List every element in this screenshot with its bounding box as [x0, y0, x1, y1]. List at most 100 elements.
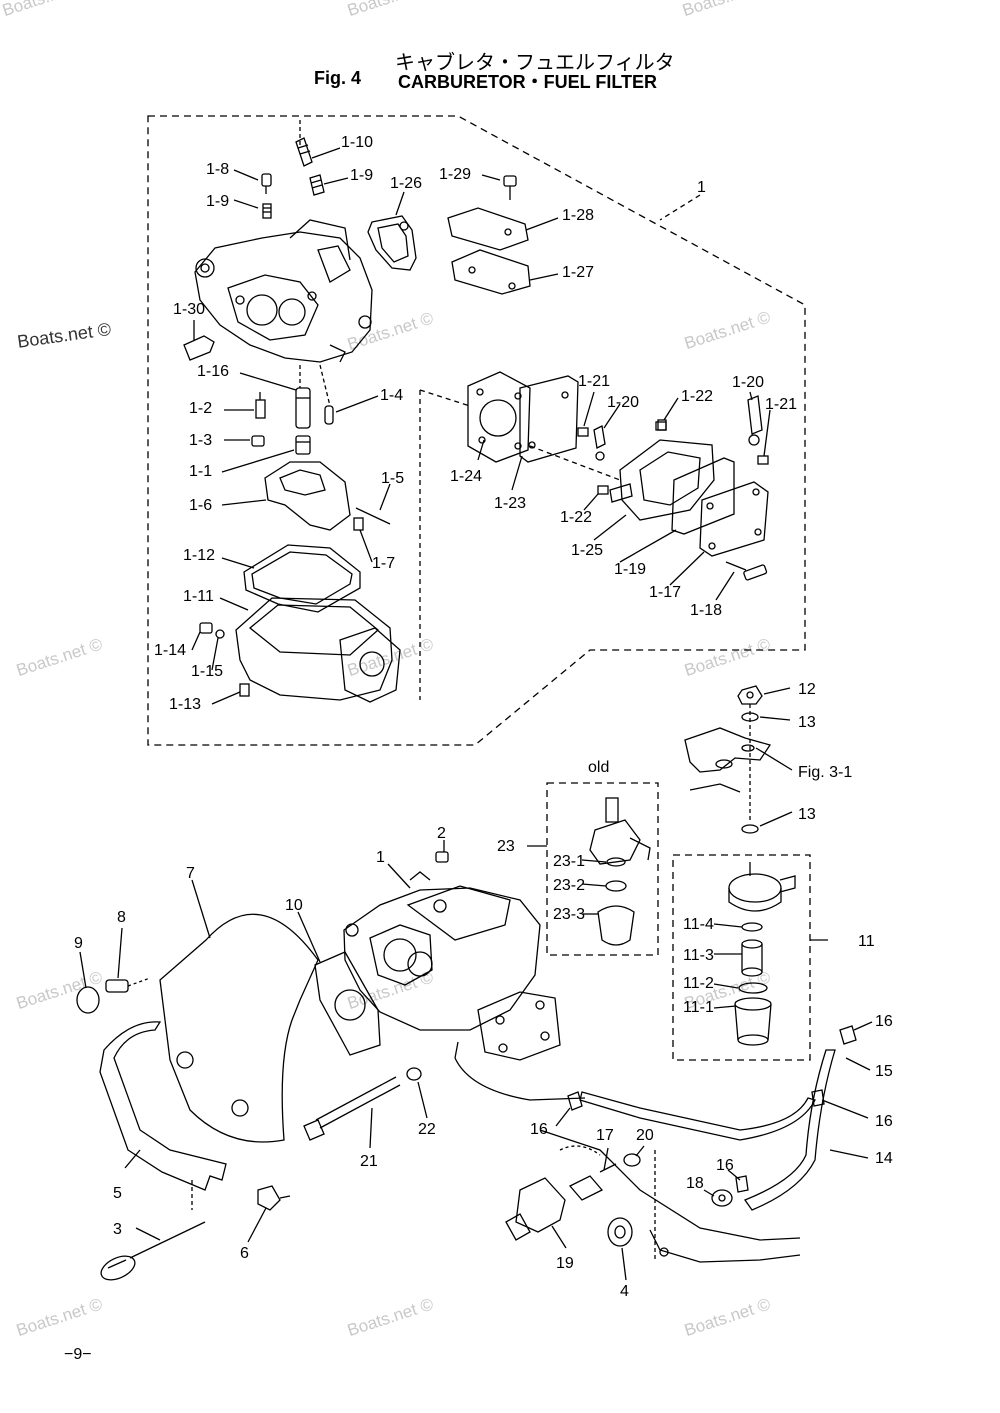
label-1-22: 1-22 — [560, 509, 592, 526]
washer-20 — [623, 1153, 641, 1167]
label-1-9: 1-9 — [350, 167, 373, 184]
screw-1-13 — [239, 683, 250, 697]
label-16: 16 — [875, 1113, 893, 1130]
assembly-1-boundary — [147, 115, 806, 746]
label-23-1: 23-1 — [553, 853, 585, 870]
label-1-22: 1-22 — [681, 388, 713, 405]
label-1-20: 1-20 — [607, 394, 639, 411]
label-1-12: 1-12 — [183, 547, 215, 564]
label-1-11: 1-11 — [183, 588, 214, 605]
o-ring-11-2 — [738, 982, 768, 994]
cover-1-17 — [699, 481, 769, 557]
diaphragm-1-19 — [671, 457, 735, 535]
label-19: 19 — [556, 1255, 574, 1272]
filter-head-23 — [589, 797, 651, 865]
label-23: 23 — [497, 838, 515, 855]
label-1-28: 1-28 — [562, 207, 594, 224]
washer-13b — [741, 824, 759, 834]
connector-19 — [505, 1177, 566, 1241]
label-5: 5 — [113, 1185, 122, 1202]
label-1: 1 — [697, 179, 706, 196]
screw-1-14 — [199, 622, 213, 634]
bolt-21 — [303, 1076, 401, 1141]
screw-1-18 — [725, 561, 768, 581]
gasket-1-24 — [467, 371, 531, 463]
clamp-16c — [567, 1091, 583, 1111]
washer-1-3 — [251, 435, 265, 447]
clamp-16a — [839, 1025, 857, 1045]
label-21: 21 — [360, 1153, 378, 1170]
label-old: old — [588, 759, 609, 776]
label-7: 7 — [186, 865, 195, 882]
label-1-25: 1-25 — [571, 542, 603, 559]
diagram-title: CARBURETOR・FUEL FILTER — [398, 72, 657, 92]
label-17: 17 — [596, 1127, 614, 1144]
label-9: 9 — [74, 935, 83, 952]
label-1-27: 1-27 — [562, 264, 594, 281]
label-1-14: 1-14 — [154, 642, 186, 659]
label-1-15: 1-15 — [191, 663, 223, 680]
filter-cup-23-3 — [597, 905, 635, 946]
bracket-5 — [99, 1021, 227, 1191]
part-labels: 1-10 1-8 1-9 1-9 1-26 1-29 1 1-28 1-27 1… — [74, 134, 893, 1300]
screw-1-8 — [261, 173, 272, 194]
label-1-23: 1-23 — [494, 495, 526, 512]
label-12: 12 — [798, 681, 816, 698]
label-13: 13 — [798, 714, 816, 731]
pump-body-1-25 — [619, 439, 715, 521]
label-1-7: 1-7 — [372, 555, 395, 572]
label-1-6: 1-6 — [189, 497, 212, 514]
label-2: 2 — [437, 825, 446, 842]
plate-1-28 — [447, 207, 529, 251]
label-14: 14 — [875, 1150, 893, 1167]
diaphragm-1-23 — [519, 375, 579, 463]
gasket-1-27 — [451, 249, 531, 295]
clip-6 — [257, 1185, 291, 1211]
label-1-18: 1-18 — [690, 602, 722, 619]
label-1-30: 1-30 — [173, 301, 205, 318]
label-10: 10 — [285, 897, 303, 914]
jet-1-16 — [295, 387, 311, 429]
fuel-filter-11-boundary — [672, 854, 811, 1061]
label-1-9: 1-9 — [206, 193, 229, 210]
o-ring-11-4 — [741, 922, 763, 932]
fuel-hose-14 — [579, 1091, 816, 1141]
label-18: 18 — [686, 1175, 704, 1192]
nut-12 — [737, 685, 763, 705]
screw-2 — [435, 851, 449, 863]
label-20: 20 — [636, 1127, 654, 1144]
label-1-21: 1-21 — [765, 396, 797, 413]
screw-8 — [105, 977, 151, 993]
pin-1-5 — [355, 507, 391, 525]
clamp-16b — [811, 1089, 825, 1107]
label-23-3: 23-3 — [553, 906, 585, 923]
screw-1-21a — [577, 427, 589, 437]
label-1-21: 1-21 — [578, 373, 610, 390]
screw-1-22a — [655, 421, 667, 431]
filter-cap-11-head — [728, 862, 796, 912]
clamp-16d — [735, 1175, 749, 1193]
cap-9 — [76, 986, 100, 1014]
label-1-4: 1-4 — [380, 387, 403, 404]
fuel-hose-15 — [743, 1049, 836, 1211]
label-16: 16 — [530, 1121, 548, 1138]
carburetor-lower-assembly — [343, 871, 561, 1061]
label-11-4: 11-4 — [683, 916, 714, 933]
label-1-24: 1-24 — [450, 468, 482, 485]
figure-number: Fig. 4 — [314, 68, 362, 88]
washer-22 — [406, 1067, 422, 1081]
fitting-17 — [568, 1163, 617, 1201]
jet-1-2 — [255, 392, 266, 419]
label-11-2: 11-2 — [683, 975, 714, 992]
float-bowl-1-11 — [235, 597, 393, 701]
label-fig-3-1: Fig. 3-1 — [798, 764, 852, 781]
bracket-fig-3-1 — [684, 727, 772, 773]
label-1-2: 1-2 — [189, 400, 212, 417]
label-11-3: 11-3 — [683, 947, 714, 964]
choke-rod-3 — [100, 1221, 206, 1281]
screw-1-7 — [353, 517, 364, 531]
jet-1-1 — [295, 435, 311, 455]
label-1-13: 1-13 — [169, 696, 201, 713]
label-16: 16 — [716, 1157, 734, 1174]
